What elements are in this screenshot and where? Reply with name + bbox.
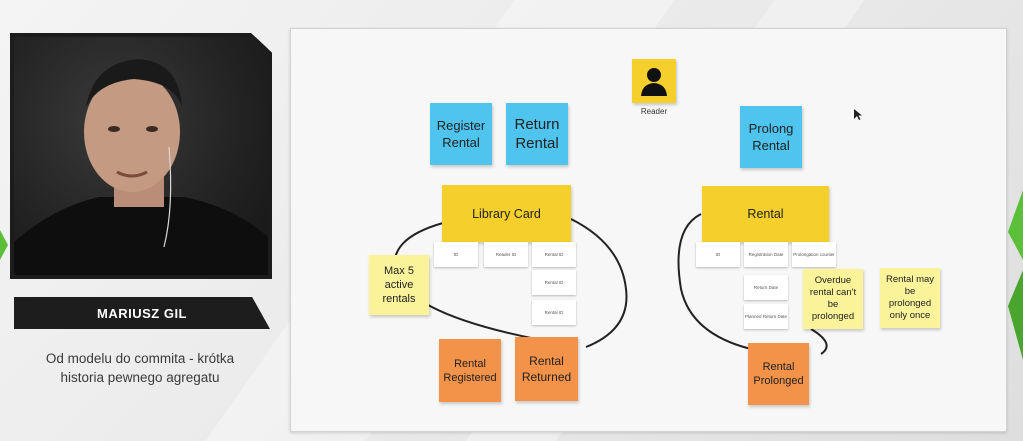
rental-returned-event[interactable]: Rental Returned: [515, 337, 578, 401]
green-accent-bar: [0, 230, 8, 260]
register-rental-command[interactable]: Register Rental: [430, 103, 492, 165]
green-accent-bar: [1008, 270, 1023, 360]
rental-field[interactable]: Registration Date: [744, 242, 788, 267]
speaker-video: [10, 33, 272, 279]
talk-title-line: historia pewnego agregatu: [60, 370, 220, 385]
rental-field[interactable]: Return Date: [744, 275, 788, 300]
green-accent-bar: [1008, 190, 1023, 260]
prolong-rental-command[interactable]: Prolong Rental: [740, 106, 802, 168]
rental-prolonged-event[interactable]: Rental Prolonged: [748, 343, 809, 405]
speaker-name-banner: MARIUSZ GIL: [14, 297, 270, 329]
event-storming-board[interactable]: Reader Register Rental Return Rental Pro…: [290, 28, 1007, 432]
reader-actor-label: Reader: [640, 107, 668, 116]
return-rental-command[interactable]: Return Rental: [506, 103, 568, 165]
library-card-field[interactable]: Rental ID: [532, 242, 576, 267]
library-card-field[interactable]: Reader ID: [484, 242, 528, 267]
library-card-field[interactable]: Rental ID: [532, 300, 576, 325]
library-card-aggregate[interactable]: Library Card: [442, 185, 571, 242]
speaker-video-feed: [14, 37, 268, 275]
mouse-cursor-icon: [854, 109, 862, 120]
overdue-rental-policy[interactable]: Overdue rental can't be prolonged: [803, 269, 863, 329]
max-active-rentals-policy[interactable]: Max 5 active rentals: [369, 255, 429, 315]
library-card-field[interactable]: Rental ID: [532, 270, 576, 295]
rental-field[interactable]: Planned Return Date: [744, 304, 788, 329]
person-icon: [641, 68, 667, 96]
rental-registered-event[interactable]: Rental Registered: [439, 339, 501, 402]
reader-actor-note[interactable]: [632, 59, 676, 103]
talk-title-line: Od modelu do commita - krótka: [45, 351, 235, 366]
prolong-once-policy[interactable]: Rental may be prolonged only once: [880, 268, 940, 328]
rental-field[interactable]: Prolongation counter: [792, 242, 836, 267]
rental-aggregate[interactable]: Rental: [702, 186, 829, 242]
rental-field[interactable]: ID: [696, 242, 740, 267]
speaker-silhouette: [14, 59, 268, 275]
library-card-field[interactable]: ID: [434, 242, 478, 267]
talk-title: Od modelu do commita - krótka historia p…: [20, 349, 260, 387]
